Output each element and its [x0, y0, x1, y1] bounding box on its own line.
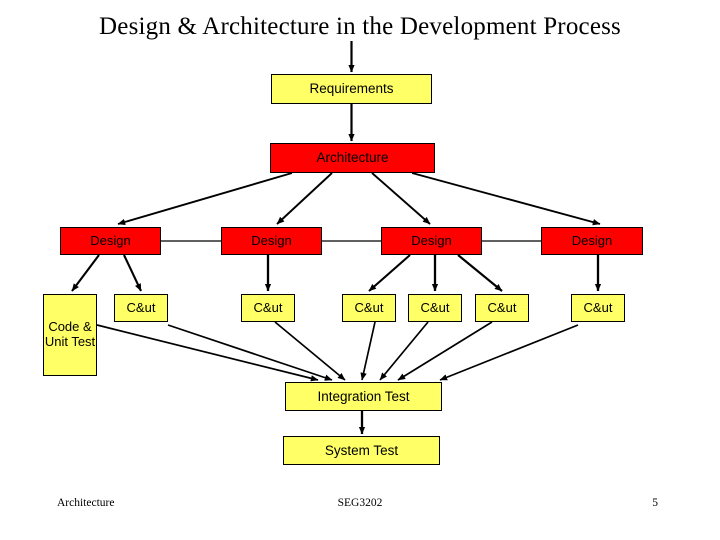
node-cut-4-label: C&ut	[420, 299, 450, 315]
node-system-test[interactable]: System Test	[283, 436, 440, 465]
edge-cut-2-to-integration-test	[274, 321, 346, 381]
node-design-3-label: Design	[411, 232, 452, 248]
edge-cut-1-to-integration-test	[167, 324, 333, 381]
node-design-1[interactable]: Design	[60, 227, 161, 255]
node-integration-test[interactable]: Integration Test	[285, 382, 442, 411]
edge-cut-4-to-integration-test	[379, 321, 429, 381]
edge-cut-6-to-integration-test	[439, 324, 579, 381]
node-design-4-label: Design	[571, 232, 613, 248]
node-design-3[interactable]: Design	[381, 227, 482, 255]
node-cut-5[interactable]: C&ut	[475, 294, 529, 322]
node-cut-2[interactable]: C&ut	[241, 294, 295, 322]
node-design-2[interactable]: Design	[221, 227, 322, 255]
edge-design-3-to-cut-5	[457, 254, 503, 292]
node-cut-1-label: C&ut	[126, 299, 156, 315]
node-cut-5-label: C&ut	[487, 299, 517, 315]
page-title: Design & Architecture in the Development…	[99, 13, 621, 40]
node-cut-3-label: C&ut	[354, 299, 384, 315]
edge-design-1-to-cut-1	[123, 254, 142, 292]
node-cut-6[interactable]: C&ut	[571, 294, 625, 322]
edge-design-3-to-cut-3	[368, 254, 411, 292]
edge-architecture-to-design-4	[411, 172, 601, 226]
edge-architecture-to-design-3	[371, 172, 431, 225]
node-cut-2-label: C&ut	[253, 299, 283, 315]
node-design-2-label: Design	[251, 232, 292, 248]
edge-design-1-to-code-unit-test	[71, 254, 100, 292]
edge-architecture-to-design-1	[117, 172, 293, 226]
node-design-1-label: Design	[90, 232, 131, 248]
node-integration-test-label: Integration Test	[317, 388, 410, 404]
footer-center-text: SEG3202	[337, 497, 383, 509]
node-system-test-label: System Test	[324, 442, 399, 458]
node-cut-6-label: C&ut	[583, 299, 613, 315]
node-cut-4[interactable]: C&ut	[408, 294, 462, 322]
node-architecture[interactable]: Architecture	[270, 143, 435, 173]
node-code-unit-test-label: Code & Unit Test	[44, 319, 96, 349]
edge-architecture-to-design-2	[276, 172, 333, 225]
node-requirements[interactable]: Requirements	[271, 74, 432, 104]
footer-left-text: Architecture	[57, 497, 115, 509]
node-design-4[interactable]: Design	[541, 227, 643, 255]
node-requirements-label: Requirements	[309, 81, 394, 97]
node-code-unit-test[interactable]: Code & Unit Test	[43, 294, 97, 376]
node-cut-1[interactable]: C&ut	[114, 294, 168, 322]
node-cut-3[interactable]: C&ut	[342, 294, 396, 322]
edge-cut-3-to-integration-test	[360, 321, 376, 381]
edge-cut-5-to-integration-test	[397, 321, 493, 381]
footer-page-number: 5	[652, 497, 658, 509]
node-architecture-label: Architecture	[316, 150, 389, 166]
edge-code-unit-test-to-integration-test	[96, 324, 319, 382]
